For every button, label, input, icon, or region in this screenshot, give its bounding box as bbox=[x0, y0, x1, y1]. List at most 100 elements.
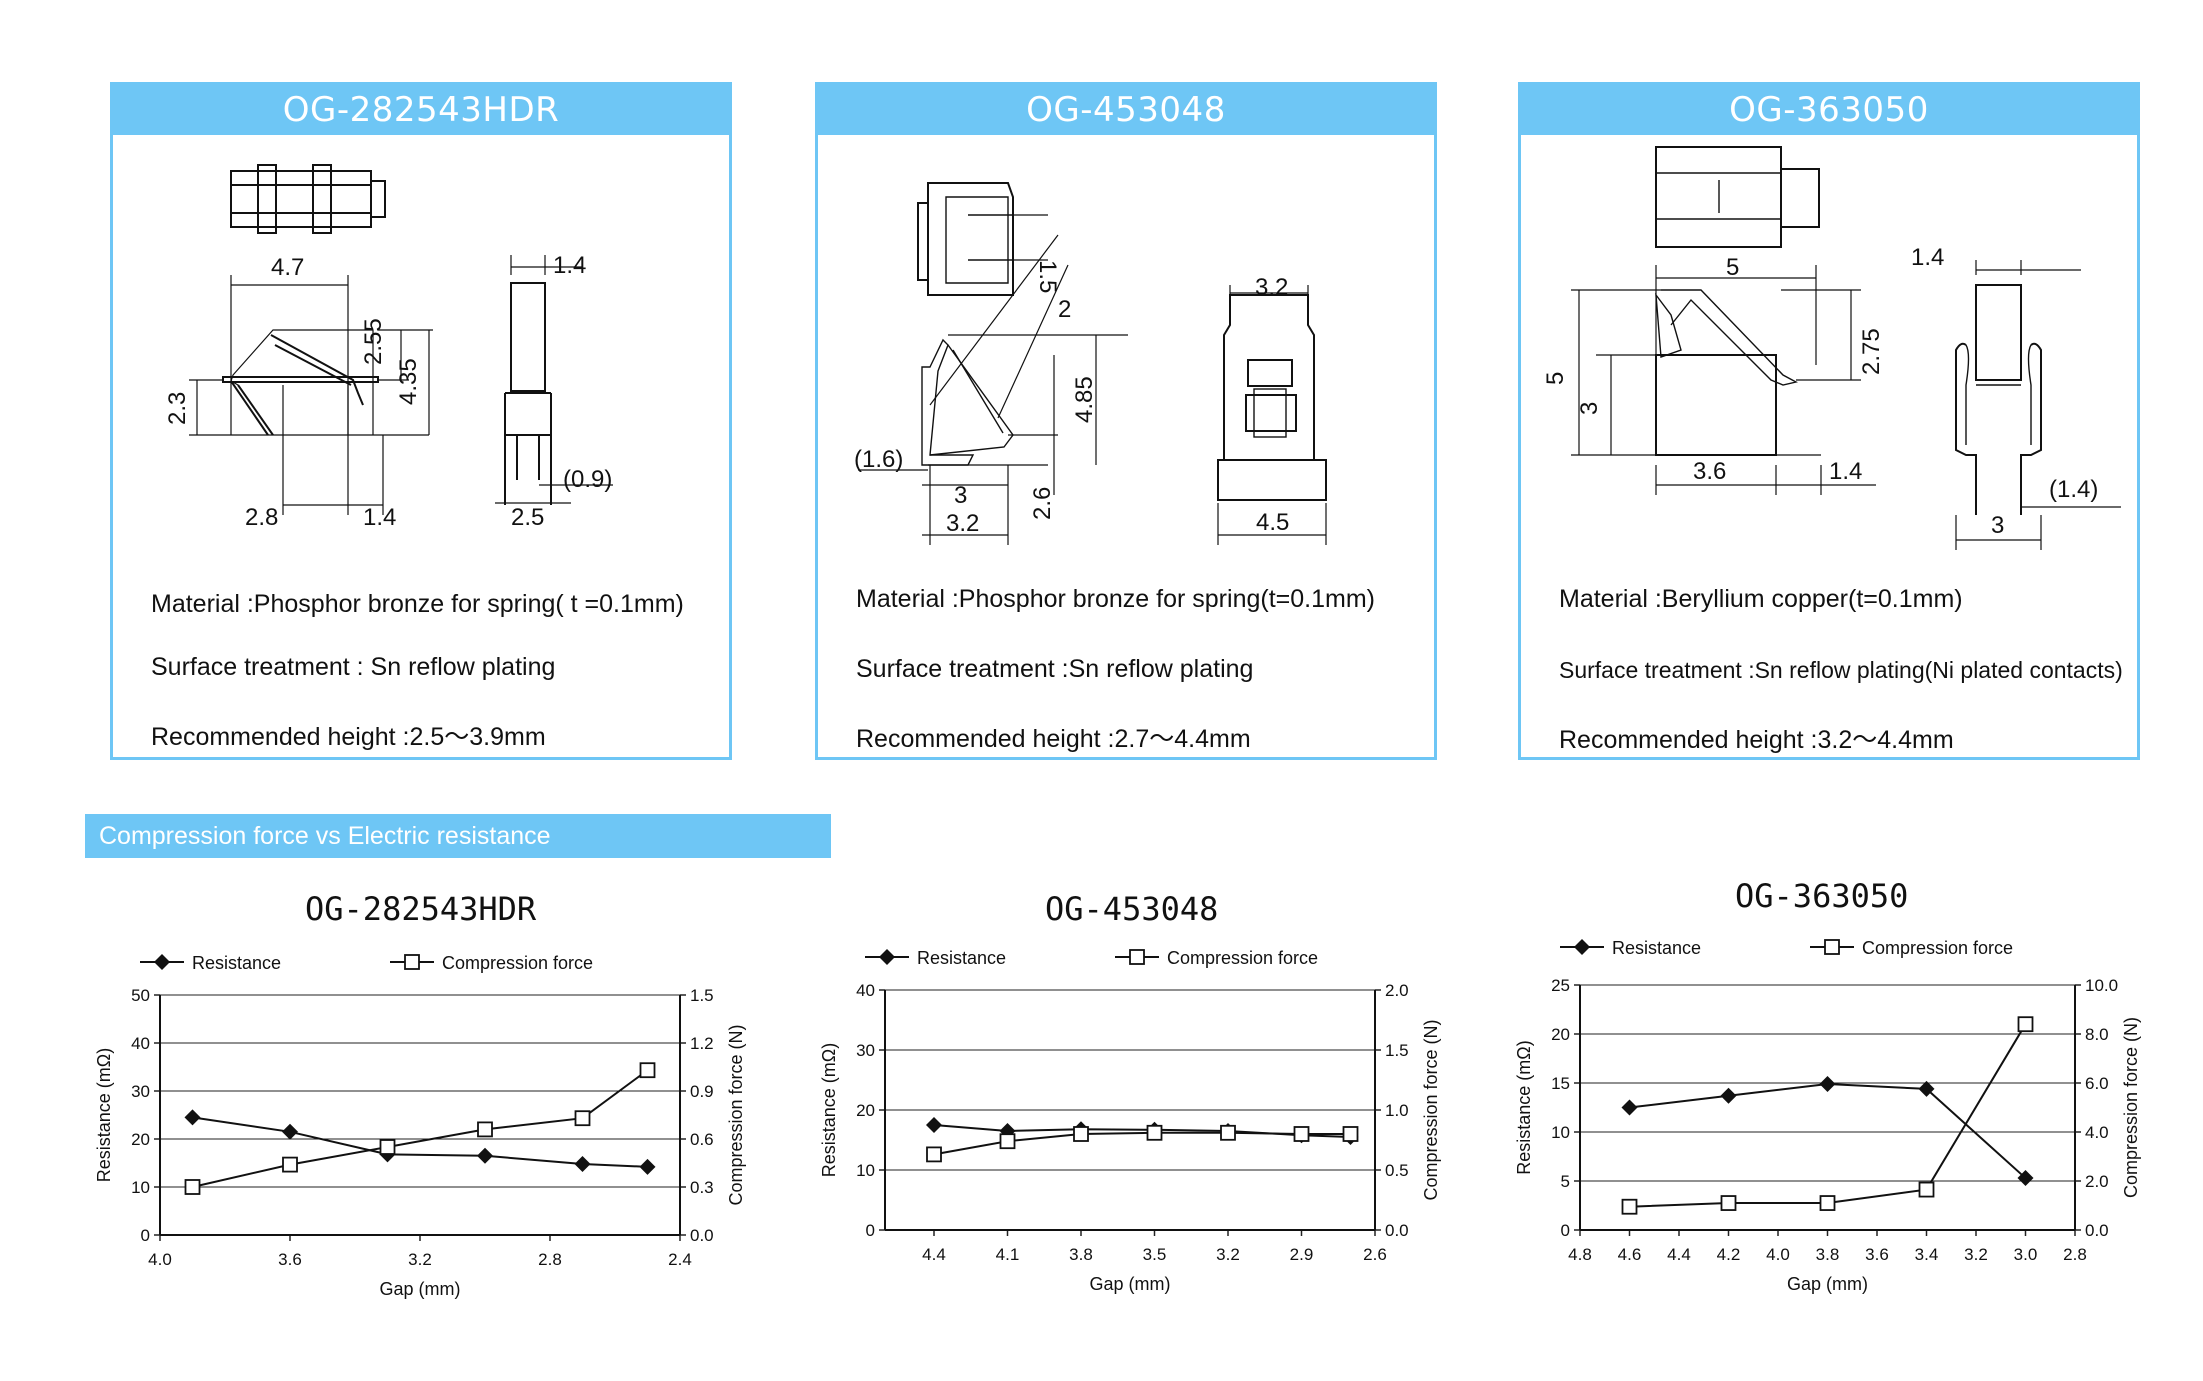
data-point-compression-force bbox=[574, 1110, 591, 1127]
y-axis-label: Resistance (mΩ) bbox=[94, 1048, 114, 1182]
data-point-compression-force bbox=[2017, 1016, 2034, 1033]
y-tick-label: 10 bbox=[856, 1161, 875, 1180]
data-point-compression-force bbox=[1918, 1181, 1935, 1198]
chart-title: OG-453048 bbox=[1045, 890, 1219, 928]
product-title: OG-453048 bbox=[818, 85, 1434, 135]
y-tick-label: 40 bbox=[131, 1034, 150, 1053]
y2-tick-label: 4.0 bbox=[2085, 1123, 2109, 1142]
y-tick-label: 10 bbox=[131, 1178, 150, 1197]
data-point-compression-force bbox=[477, 1121, 493, 1138]
dim-label: 3 bbox=[1991, 512, 2004, 539]
y-tick-label: 40 bbox=[856, 981, 875, 1000]
dim-label: 3 bbox=[1576, 402, 1603, 415]
product-title: OG-363050 bbox=[1521, 85, 2137, 135]
y2-tick-label: 0.6 bbox=[690, 1130, 714, 1149]
x-tick-label: 3.8 bbox=[1816, 1245, 1840, 1264]
y2-tick-label: 0.0 bbox=[2085, 1221, 2109, 1240]
y-axis-label: Resistance (mΩ) bbox=[819, 1043, 839, 1177]
dim-label: 2.8 bbox=[245, 504, 278, 531]
y-tick-label: 10 bbox=[1551, 1123, 1570, 1142]
section-title-bar: Compression force vs Electric resistance bbox=[85, 814, 831, 858]
spec-material: Material :Phosphor bronze for spring(t=0… bbox=[856, 585, 1375, 613]
dim-label: (0.9) bbox=[563, 466, 612, 493]
x-tick-label: 3.2 bbox=[1216, 1245, 1240, 1264]
data-point-compression-force bbox=[999, 1133, 1016, 1150]
x-tick-label: 4.8 bbox=[1568, 1245, 1592, 1264]
x-axis-label: Gap (mm) bbox=[380, 1279, 461, 1299]
y-tick-label: 5 bbox=[1561, 1172, 1570, 1191]
series-line-compression-force bbox=[192, 1069, 649, 1188]
legend-marker-diamond bbox=[879, 949, 895, 965]
dim-label: 2.55 bbox=[360, 318, 387, 365]
dim-label: 4.5 bbox=[1256, 509, 1289, 536]
y2-tick-label: 6.0 bbox=[2085, 1074, 2109, 1093]
y2-tick-label: 0.5 bbox=[1385, 1161, 1409, 1180]
y2-tick-label: 0.0 bbox=[690, 1226, 714, 1245]
y2-tick-label: 0.3 bbox=[690, 1178, 714, 1197]
data-point-compression-force bbox=[1293, 1126, 1310, 1142]
legend-label: Resistance bbox=[1612, 938, 1701, 958]
data-point-compression-force bbox=[1146, 1124, 1163, 1141]
data-point-resistance bbox=[282, 1123, 298, 1140]
series-line-resistance bbox=[192, 1116, 648, 1168]
dim-label: (1.6) bbox=[854, 446, 903, 473]
spec-material: Material :Beryllium copper(t=0.1mm) bbox=[1559, 585, 1963, 613]
dim-label: 5 bbox=[1542, 372, 1569, 385]
data-point-resistance bbox=[574, 1155, 591, 1172]
dim-label: 2.75 bbox=[1858, 328, 1885, 375]
y-tick-label: 0 bbox=[1561, 1221, 1570, 1240]
x-tick-label: 4.0 bbox=[1766, 1245, 1790, 1264]
technical-drawing-3: 5 1.4 2.75 5 3 3.6 1.4 (1.4) 3 bbox=[1542, 146, 2121, 550]
dim-label: 3.2 bbox=[1255, 274, 1288, 301]
x-tick-label: 3.8 bbox=[1069, 1245, 1093, 1264]
series-line-resistance bbox=[933, 1124, 1351, 1138]
dim-label: 3 bbox=[954, 482, 967, 509]
y-tick-label: 20 bbox=[856, 1101, 875, 1120]
data-point-compression-force bbox=[639, 1062, 656, 1079]
y2-axis-label: Compression force (N) bbox=[1421, 1019, 1441, 1200]
x-tick-label: 2.6 bbox=[1363, 1245, 1387, 1264]
data-point-resistance bbox=[639, 1158, 656, 1175]
series-line-resistance bbox=[1629, 1082, 2027, 1179]
spec-surface: Surface treatment : Sn reflow plating bbox=[151, 653, 556, 681]
data-point-compression-force bbox=[1720, 1195, 1737, 1211]
data-point-resistance bbox=[1819, 1075, 1836, 1092]
y2-tick-label: 2.0 bbox=[2085, 1172, 2109, 1191]
data-point-compression-force bbox=[1342, 1126, 1359, 1142]
y2-tick-label: 2.0 bbox=[1385, 981, 1409, 1000]
spec-height: Recommended height :3.2〜4.4mm bbox=[1559, 726, 1954, 754]
dim-label: (1.4) bbox=[2049, 476, 2098, 503]
x-tick-label: 2.8 bbox=[2063, 1245, 2087, 1264]
product-card-1: OG-282543HDR bbox=[110, 82, 732, 760]
y-tick-label: 25 bbox=[1551, 976, 1570, 995]
data-point-compression-force bbox=[282, 1156, 298, 1173]
x-tick-label: 4.2 bbox=[1717, 1245, 1741, 1264]
data-point-compression-force bbox=[184, 1179, 201, 1195]
x-tick-label: 3.6 bbox=[278, 1250, 302, 1269]
dim-label: 3.6 bbox=[1693, 458, 1726, 485]
x-tick-label: 2.8 bbox=[538, 1250, 562, 1269]
data-point-resistance bbox=[477, 1147, 493, 1164]
x-tick-label: 4.4 bbox=[922, 1245, 946, 1264]
x-tick-label: 3.0 bbox=[2014, 1245, 2038, 1264]
dim-label: 2.6 bbox=[1029, 487, 1056, 520]
data-point-compression-force bbox=[1220, 1124, 1236, 1141]
dim-label: 4.7 bbox=[271, 254, 304, 281]
y2-tick-label: 8.0 bbox=[2085, 1025, 2109, 1044]
dim-label: 1.5 bbox=[1034, 260, 1061, 293]
data-point-compression-force bbox=[379, 1139, 396, 1155]
x-tick-label: 2.4 bbox=[668, 1250, 692, 1269]
data-point-resistance bbox=[184, 1109, 201, 1126]
y2-tick-label: 1.5 bbox=[1385, 1041, 1409, 1060]
chart-title: OG-282543HDR bbox=[305, 890, 537, 928]
legend-label: Compression force bbox=[1862, 938, 2013, 958]
y-tick-label: 30 bbox=[131, 1082, 150, 1101]
legend-label: Compression force bbox=[442, 953, 593, 973]
technical-drawing-2: 1.5 2 3.2 4.85 (1.6) 3 2.6 3.2 4.5 bbox=[854, 182, 1327, 545]
data-point-resistance bbox=[926, 1117, 942, 1133]
spec-surface: Surface treatment :Sn reflow plating bbox=[856, 655, 1254, 683]
y-tick-label: 0 bbox=[866, 1221, 875, 1240]
x-tick-label: 4.6 bbox=[1618, 1245, 1642, 1264]
